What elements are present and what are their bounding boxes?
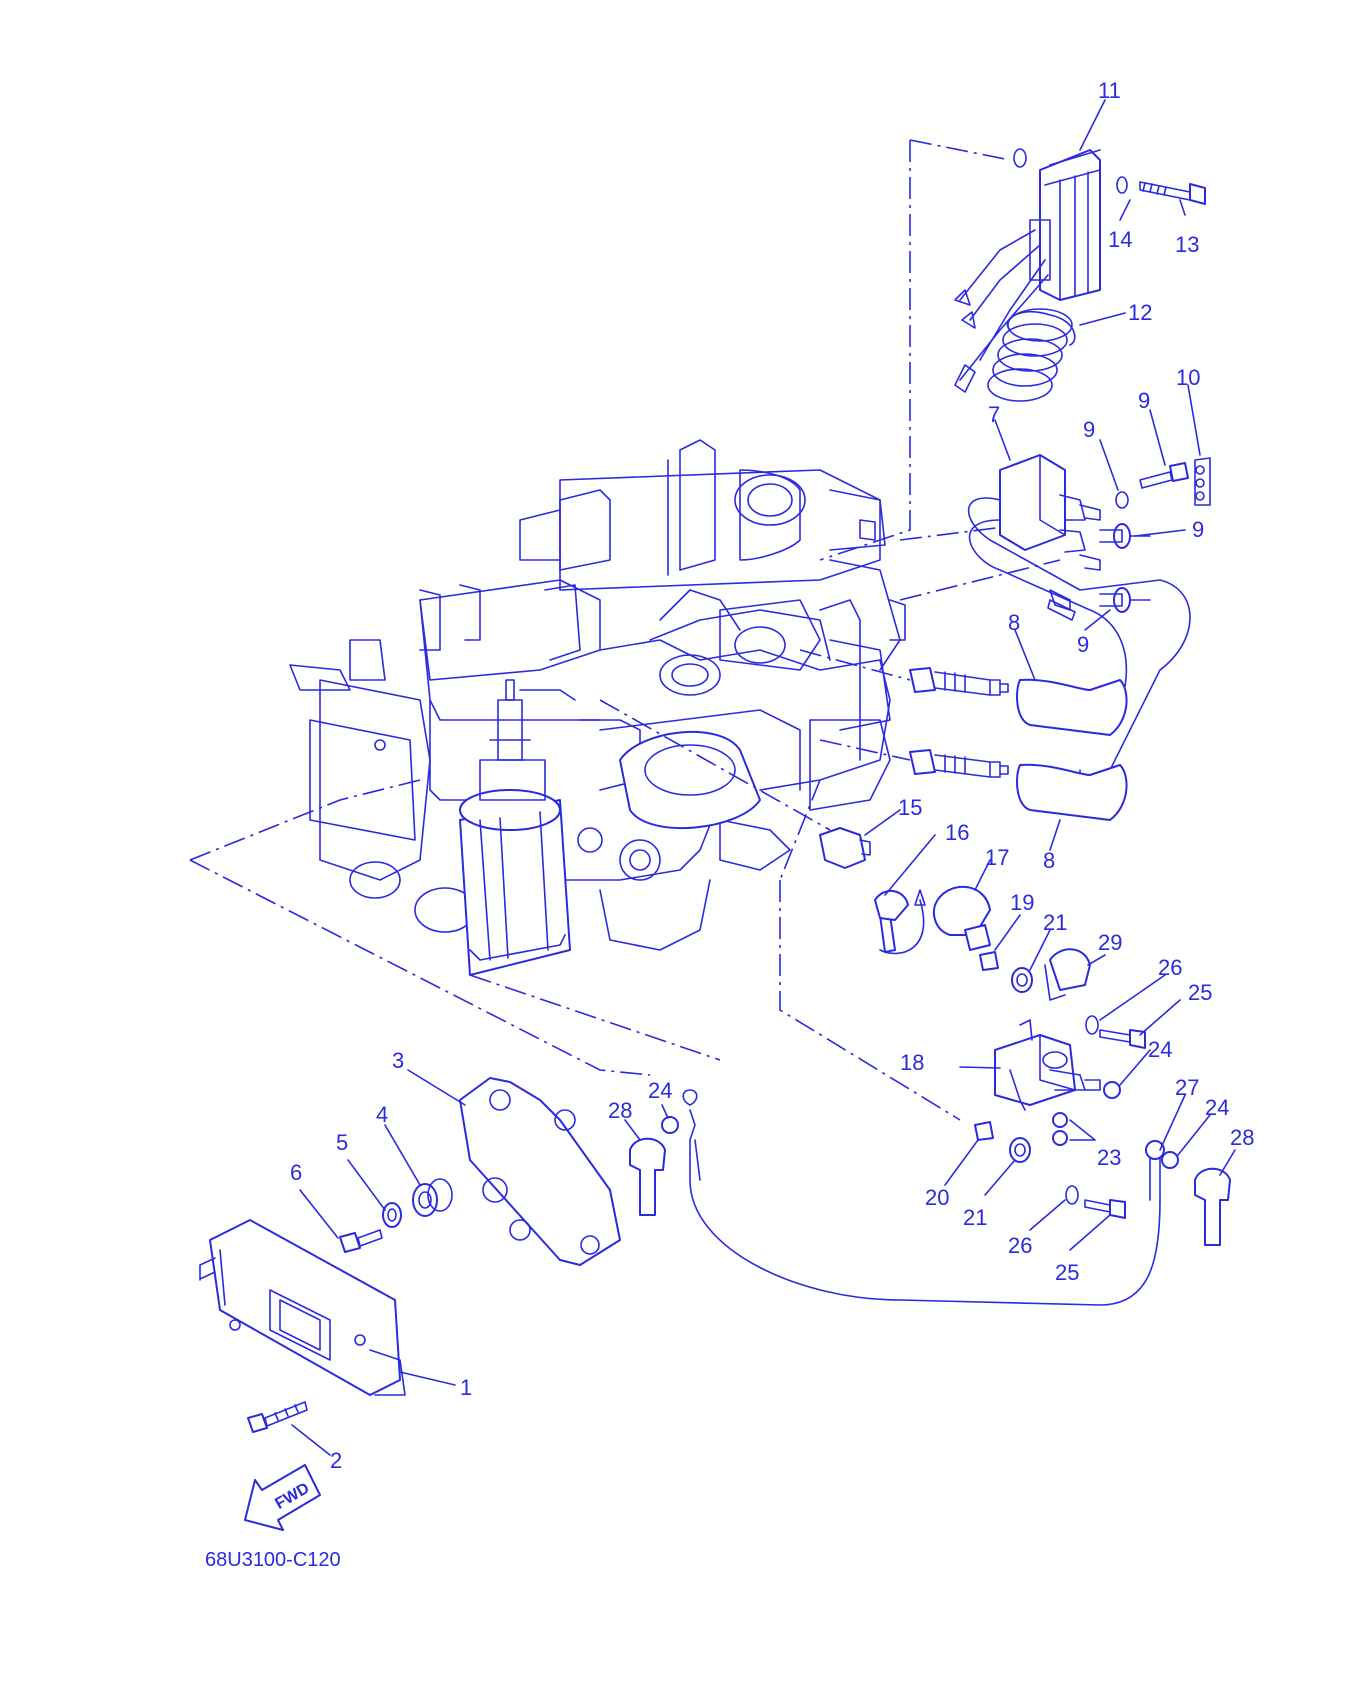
callout-labels: 11 14 13 12 10 9 9 7 9 9 9 8 8 15 16 17 … xyxy=(290,78,1254,1473)
dashed-leaders xyxy=(189,139,1061,1121)
engine-block xyxy=(289,439,906,976)
part-20-relay xyxy=(994,1019,1101,1111)
part-3-bracket xyxy=(459,1077,621,1266)
diagram-code: 68U3100-C120 xyxy=(205,1549,341,1571)
callout-29: 29 xyxy=(1098,930,1122,955)
callout-26-bottom: 26 xyxy=(1008,1233,1032,1258)
part-14-spring xyxy=(987,308,1076,402)
callout-9-top: 9 xyxy=(1192,517,1204,542)
part-2-bolt xyxy=(247,1401,308,1433)
callout-4: 4 xyxy=(376,1102,388,1127)
callout-14: 12 xyxy=(1128,300,1152,325)
part-18-cap xyxy=(874,889,926,955)
callout-21-top: 19 xyxy=(1010,890,1034,915)
callout-3: 3 xyxy=(392,1048,404,1073)
fwd-arrow-icon: FWD xyxy=(244,1464,321,1531)
part-17-switch xyxy=(819,827,871,869)
lead-wire xyxy=(682,1089,1161,1306)
callout-1: 1 xyxy=(460,1375,472,1400)
part-22-grommet xyxy=(1009,967,1033,1163)
callout-15: 13 xyxy=(1175,232,1199,257)
callout-6: 6 xyxy=(290,1160,302,1185)
part-7-ignition-coil xyxy=(967,454,1191,794)
callout-19: 17 xyxy=(985,845,1009,870)
callout-25-bottom: 25 xyxy=(1055,1260,1079,1285)
callout-18: 16 xyxy=(945,820,969,845)
callout-22-bottom: 21 xyxy=(963,1205,987,1230)
part-10-bolt xyxy=(1115,457,1211,509)
part-15-bolt xyxy=(1139,181,1206,205)
callout-26-top: 26 xyxy=(1158,955,1182,980)
part-27-terminal xyxy=(1145,1140,1165,1201)
part-24-nuts xyxy=(661,1081,1179,1169)
callout-16: 14 xyxy=(1108,227,1132,252)
part-25-bolts xyxy=(1084,1029,1146,1219)
spark-plugs xyxy=(909,667,1009,778)
callout-11: 9 xyxy=(1083,417,1095,442)
callout-25-top: 25 xyxy=(1188,980,1212,1005)
part-5-collar xyxy=(382,1202,402,1228)
part-9-caps xyxy=(1047,523,1151,621)
callout-21-bottom: 20 xyxy=(925,1185,949,1210)
callout-12: 10 xyxy=(1176,365,1200,390)
callout-8-top: 8 xyxy=(1008,610,1020,635)
part-1-cdi-unit xyxy=(199,1219,406,1396)
callout-28-right: 28 xyxy=(1230,1125,1254,1150)
part-28-boots xyxy=(629,1137,1231,1246)
part-23-nuts xyxy=(1052,1112,1068,1146)
callout-13: 11 xyxy=(1098,78,1121,103)
callout-24-left: 24 xyxy=(648,1078,672,1103)
callout-27: 27 xyxy=(1175,1075,1199,1100)
part-4-grommet xyxy=(412,1178,453,1217)
callout-24-right: 24 xyxy=(1148,1037,1172,1062)
part-29-cover xyxy=(1044,948,1091,1001)
part-8-plug-caps xyxy=(1016,678,1128,821)
callout-7: 7 xyxy=(988,402,1000,427)
callout-20: 18 xyxy=(900,1050,924,1075)
callout-5: 5 xyxy=(336,1130,348,1155)
part-21-bolt xyxy=(974,951,999,1141)
callout-22-top: 21 xyxy=(1043,910,1067,935)
part-13-rectifier xyxy=(954,148,1128,393)
callout-24-far: 24 xyxy=(1205,1095,1229,1120)
callout-23: 23 xyxy=(1097,1145,1121,1170)
callout-28-left: 28 xyxy=(608,1098,632,1123)
callout-17: 15 xyxy=(898,795,922,820)
callout-9-bottom: 9 xyxy=(1077,632,1089,657)
callout-2: 2 xyxy=(330,1448,342,1473)
callout-10: 9 xyxy=(1138,388,1150,413)
part-26-washers xyxy=(1065,1015,1099,1205)
part-19-boot xyxy=(932,885,991,951)
callout-8-bottom: 8 xyxy=(1043,848,1055,873)
part-6-bolt xyxy=(339,1229,383,1253)
callout-leaders xyxy=(291,99,1236,1456)
